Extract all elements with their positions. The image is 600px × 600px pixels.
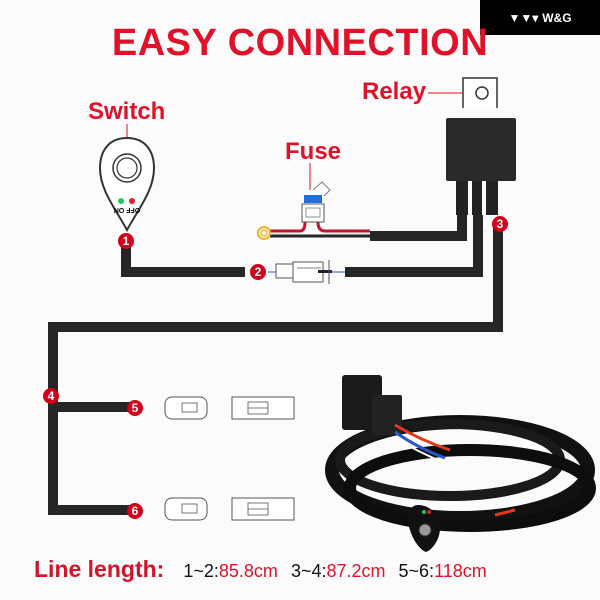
line-length-label: Line length: bbox=[34, 556, 165, 582]
switch-label: Switch bbox=[88, 98, 166, 125]
segment-3-4: 3~4:87.2cm bbox=[290, 561, 386, 581]
wire-2-relay bbox=[345, 215, 483, 277]
svg-text:3: 3 bbox=[497, 217, 504, 231]
marker-6: 6 bbox=[127, 503, 143, 519]
svg-text:1: 1 bbox=[123, 234, 130, 248]
segment-1-2: 1~2:85.8cm bbox=[183, 561, 278, 581]
led-on-icon bbox=[118, 198, 124, 204]
brand-name: W&G bbox=[542, 10, 572, 25]
harness-product-photo bbox=[325, 375, 596, 552]
led-off-icon bbox=[129, 198, 135, 204]
segment-5-6: 5~6:118cm bbox=[398, 561, 487, 581]
marker-3: 3 bbox=[492, 216, 508, 232]
marker-5: 5 bbox=[127, 400, 143, 416]
relay-icon bbox=[446, 77, 516, 215]
ring-terminal-icon bbox=[257, 226, 271, 240]
marker-1: 1 bbox=[118, 233, 134, 249]
wire-harness bbox=[48, 215, 503, 515]
connector-5-icons bbox=[164, 396, 295, 420]
wire-3-4-6 bbox=[48, 225, 503, 515]
svg-text:2: 2 bbox=[255, 265, 262, 279]
fuse-label: Fuse bbox=[285, 138, 342, 165]
wire-fuse-relay bbox=[370, 215, 467, 241]
marker-2: 2 bbox=[250, 264, 266, 280]
wg-wing-icon: ▼▼▾ bbox=[508, 10, 539, 25]
svg-text:4: 4 bbox=[48, 389, 55, 403]
brand-logo: ▼▼▾ W&G bbox=[480, 0, 600, 35]
svg-text:6: 6 bbox=[132, 504, 139, 518]
connector-6-icons bbox=[164, 497, 295, 521]
switch-icon bbox=[98, 136, 156, 233]
wire-1-2 bbox=[121, 245, 245, 277]
connector-2-icon bbox=[268, 260, 345, 284]
fuse-holder-icon bbox=[301, 181, 331, 223]
switch-on-off-text: OFF ON bbox=[114, 206, 140, 213]
page-title: EASY CONNECTION bbox=[111, 22, 489, 64]
svg-text:5: 5 bbox=[132, 401, 139, 415]
marker-4: 4 bbox=[43, 388, 59, 404]
relay-label: Relay bbox=[362, 78, 427, 105]
line-length-row: Line length: 1~2:85.8cm 3~4:87.2cm 5~6:1… bbox=[34, 556, 495, 583]
wire-fuse-red bbox=[270, 221, 370, 233]
